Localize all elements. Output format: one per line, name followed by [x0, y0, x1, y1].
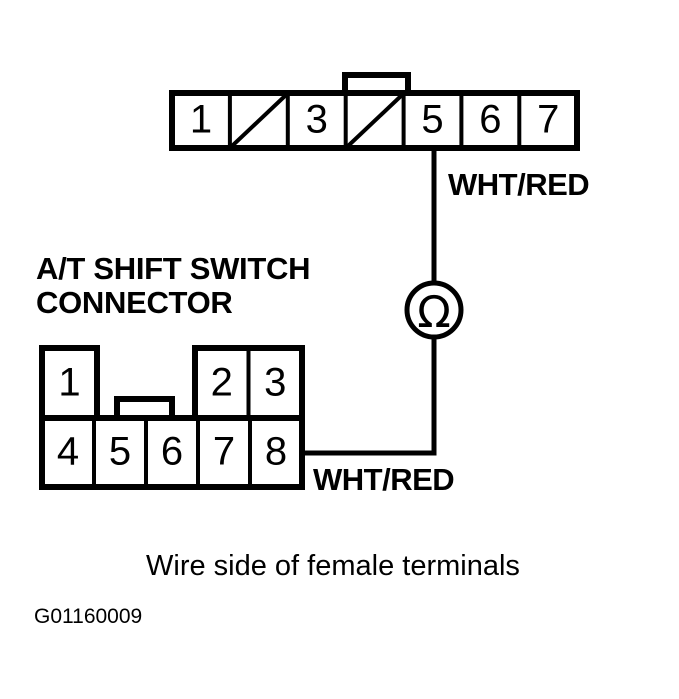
bottom-row-body — [39, 415, 305, 490]
wire-label-upper: WHT/RED — [448, 167, 589, 202]
connector-title-line1: A/T SHIFT SWITCH — [36, 251, 310, 286]
bottom-cell-2-label: 2 — [211, 361, 233, 405]
figure-caption: Wire side of female terminals — [146, 550, 520, 582]
bottom-cell-8-label: 8 — [265, 430, 287, 474]
top-cell-1-label: 1 — [190, 98, 212, 142]
connector-title-line2: CONNECTOR — [36, 285, 233, 320]
top-cell-2-blank-slash — [230, 93, 288, 148]
bottom-connector-locking-tab — [114, 396, 175, 418]
bottom-cell-6-label: 6 — [161, 430, 183, 474]
top-cell-6-label: 6 — [479, 98, 501, 142]
bottom-cell-4-label: 4 — [57, 430, 79, 474]
top-connector-body — [169, 90, 580, 151]
bottom-cell-3-label: 3 — [264, 361, 286, 405]
top-connector-group: 1 3 5 6 7 — [169, 72, 580, 151]
ohmmeter-icon: Ω — [404, 280, 464, 340]
top-cell-4-blank-slash — [346, 93, 404, 148]
top-cell-5-label: 5 — [421, 98, 443, 142]
top-cell-7-label: 7 — [537, 98, 559, 142]
wire-meter-to-bottom — [302, 337, 437, 456]
bottom-cell-5-label: 5 — [109, 430, 131, 474]
bottom-connector-group: 1 2 3 4 5 6 7 8 — [39, 345, 305, 490]
figure-code: G01160009 — [34, 605, 142, 628]
ohmmeter-omega-symbol: Ω — [417, 287, 451, 338]
top-cell-3-label: 3 — [306, 98, 328, 142]
wire-label-lower: WHT/RED — [313, 462, 454, 497]
bottom-cell-1-label: 1 — [58, 361, 80, 405]
bottom-cell-7-label: 7 — [213, 430, 235, 474]
top-connector-locking-tab — [342, 72, 411, 93]
